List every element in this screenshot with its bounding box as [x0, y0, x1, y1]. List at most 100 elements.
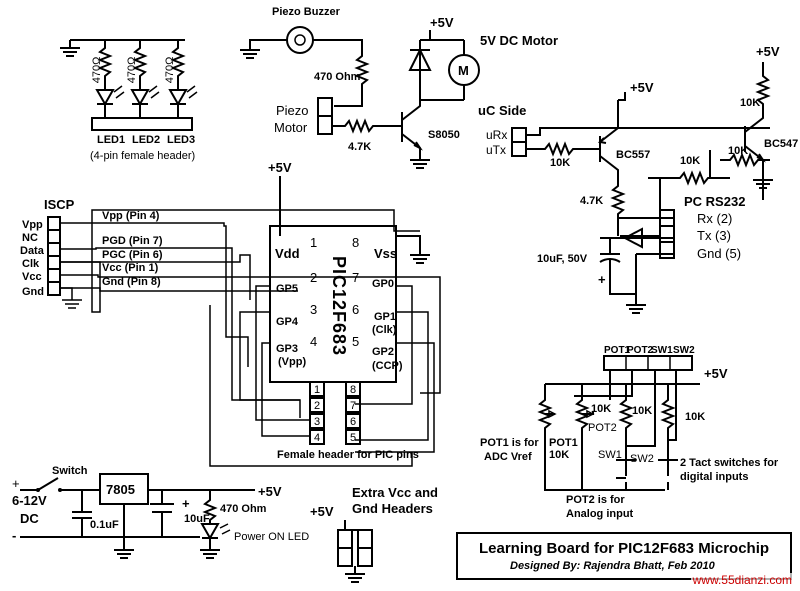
cap-label: 10uF, 50V: [537, 253, 588, 265]
npn-label: BC547: [764, 138, 798, 150]
pc-pin-tx: Tx (3): [697, 228, 731, 243]
pic-gp5: GP5: [276, 283, 298, 295]
iscp-header-pin-gnd: [47, 281, 61, 296]
urx-label: uRx: [486, 128, 507, 142]
iscp-pin-data: Data: [20, 245, 45, 257]
pic-chip-body: [269, 225, 397, 383]
pic-header-caption: Female header for PIC pins: [277, 449, 419, 461]
dc-motor-label: 5V DC Motor: [480, 33, 558, 48]
pots-block: POT1 POT2 SW1 SW2 +5V 10K 10K 10K POT2 P…: [480, 345, 779, 520]
r-10k-mid-label: 10K: [680, 155, 700, 167]
pots-r3: 10K: [685, 411, 705, 423]
pic-header-right-label-7: 7: [350, 400, 356, 412]
power-input-dc: DC: [20, 511, 39, 526]
pot2-label: POT2: [588, 422, 617, 434]
r-10k-right-label: 10K: [728, 145, 748, 157]
uc-side-title: uC Side: [478, 103, 526, 118]
iscp-signal-gnd: Gnd (Pin 8): [102, 276, 161, 288]
pot-header-pot2: POT2: [627, 345, 654, 356]
pic-pin-4: 4: [310, 334, 317, 349]
pc-header-pin-tx: [659, 225, 675, 243]
motor-label: Motor: [274, 120, 308, 135]
power-block: Switch + 6-12V DC - 7805 0.1uF + 10uF +5…: [12, 465, 309, 559]
power-minus: -: [12, 528, 16, 543]
power-plus: +: [12, 476, 20, 491]
extra-title-1: Extra Vcc and: [352, 485, 438, 500]
pic-gp2: GP2: [372, 346, 394, 358]
pic-header-left-label-4: 4: [314, 432, 320, 444]
pot-header-sw1: SW1: [651, 345, 673, 356]
iscp-signal-vpp: Vpp (Pin 4): [102, 210, 160, 222]
pic-pin-8: 8: [352, 235, 359, 250]
pnp-supply: +5V: [630, 80, 654, 95]
note-pot1-1: POT1 is for: [480, 437, 539, 449]
power-switch-label: Switch: [52, 465, 88, 477]
power-output: +5V: [258, 484, 282, 499]
led3-symbol: [168, 85, 198, 118]
note-sw-1: 2 Tact switches for: [680, 457, 779, 469]
uc-header-pin-urx: [511, 127, 527, 143]
pot-header-pot1: POT1: [604, 345, 631, 356]
cap2-plus: +: [182, 496, 190, 511]
iscp-signal-pgc: PGC (Pin 6): [102, 249, 163, 261]
note-pot1-2: ADC Vref: [484, 451, 532, 463]
led-header-note: (4-pin female header): [90, 150, 195, 162]
pic-pin-3: 3: [310, 302, 317, 317]
board-title: Learning Board for PIC12F683 Microchip: [478, 540, 770, 557]
led-resistor-label: 470 Ohm: [220, 503, 267, 515]
pic-header-left-label-2: 2: [314, 400, 320, 412]
pic-header-left-1: [309, 381, 325, 397]
iscp-block: ISCP Vpp NC Data Clk Vcc Gnd Vpp (Pin 4)…: [20, 197, 441, 418]
pc-pin-rx: Rx (2): [697, 211, 732, 226]
pot-header-sw2: SW2: [673, 345, 695, 356]
pic-header-right-6: [345, 413, 361, 429]
pic-header-right-7: [345, 397, 361, 413]
iscp-signal-vcc: Vcc (Pin 1): [102, 262, 159, 274]
pic-vpp: (Vpp): [278, 356, 306, 368]
pic-gp1: GP1: [374, 311, 396, 323]
watermark: www.55dianzi.com: [690, 573, 794, 587]
led3-resistor-label: 470Ω: [164, 57, 176, 84]
led-block: 470Ω 470Ω 470Ω LED1 LED2 LED3 (4-pin fem…: [60, 39, 198, 162]
iscp-header-pin-clk: [47, 255, 61, 270]
pic-gp0: GP0: [372, 278, 394, 290]
pic-header-left-2: [309, 397, 325, 413]
iscp-pin-clk: Clk: [22, 258, 40, 270]
pic-header-left-3: [309, 413, 325, 429]
r-4k7-label: 4.7K: [580, 195, 603, 207]
pic-clk: (Clk): [372, 324, 397, 336]
regulator-label: 7805: [106, 482, 135, 497]
title-block: Learning Board for PIC12F683 Microchip D…: [456, 532, 792, 580]
piezo-label: Piezo: [276, 103, 309, 118]
led2-label: LED2: [132, 134, 160, 146]
piezo-header-pin-1: [317, 97, 333, 117]
led2-resistor-label: 470Ω: [126, 57, 138, 84]
uc-header-pin-utx: [511, 141, 527, 157]
note-sw-2: digital inputs: [680, 471, 748, 483]
pic-header-right-label-5: 5: [350, 432, 356, 444]
pic-header-right-5: [345, 429, 361, 445]
iscp-signal-pgd: PGD (Pin 7): [102, 235, 163, 247]
pic-gp4: GP4: [276, 316, 299, 328]
iscp-pin-vcc: Vcc: [22, 271, 42, 283]
buzzer-supply: +5V: [430, 15, 454, 30]
npn-supply: +5V: [756, 44, 780, 59]
motor-symbol-label: M: [458, 63, 469, 78]
led2-symbol: [130, 85, 160, 118]
pot1-label: POT1: [549, 437, 578, 449]
pic-header-left-4: [309, 429, 325, 445]
pic-vdd: Vdd: [275, 246, 300, 261]
piezo-header-pin-2: [317, 115, 333, 135]
cap-plus: +: [598, 272, 606, 287]
pic-pin-7: 7: [352, 270, 359, 285]
pic-pin-5: 5: [352, 334, 359, 349]
power-led-label: Power ON LED: [234, 531, 309, 543]
pnp-label: BC557: [616, 149, 650, 161]
iscp-pin-vpp: Vpp: [22, 219, 43, 231]
pot1-value: 10K: [549, 449, 569, 461]
sw2-label: SW2: [630, 453, 654, 465]
note-pot2-1: POT2 is for: [566, 494, 625, 506]
pic-header-left-label-3: 3: [314, 416, 320, 428]
sw1-label: SW1: [598, 449, 622, 461]
